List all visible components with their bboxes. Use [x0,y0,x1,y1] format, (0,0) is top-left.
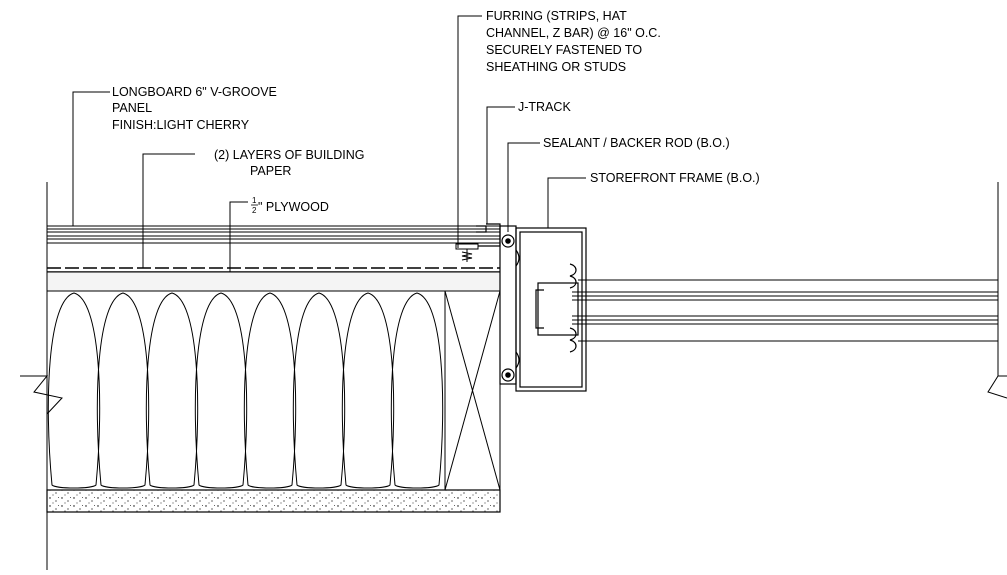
label-sealant: SEALANT / BACKER ROD (B.O.) [543,136,730,150]
label-plywood-denominator: 2 [252,206,257,215]
label-plywood-text: " PLYWOOD [258,200,329,214]
insulated-glazing [572,279,998,342]
label-plywood: 1 2 " PLYWOOD [251,196,329,215]
leader-lines [72,15,586,272]
label-building-paper: (2) LAYERS OF BUILDING PAPER [214,148,365,178]
batt-insulation [46,290,446,491]
plywood-sheathing [46,271,501,292]
label-furring-line4: SHEATHING OR STUDS [486,60,626,74]
label-furring-line2: CHANNEL, Z BAR) @ 16" O.C. [486,26,661,40]
label-furring-line1: FURRING (STRIPS, HAT [486,9,627,23]
longboard-panel [47,225,500,244]
furring-screw [455,243,479,262]
label-building-paper-line2: PAPER [250,164,291,178]
building-paper [47,267,500,273]
label-building-paper-line1: (2) LAYERS OF BUILDING [214,148,365,162]
label-j-track: J-TRACK [518,100,571,114]
gypsum-board [46,489,501,513]
label-longboard-line1: LONGBOARD 6" V-GROOVE [112,85,277,99]
label-furring: FURRING (STRIPS, HAT CHANNEL, Z BAR) @ 1… [486,9,661,74]
sealant-backer-rod [499,225,520,385]
label-longboard-line3: FINISH:LIGHT CHERRY [112,118,250,132]
label-plywood-numerator: 1 [252,196,257,205]
label-furring-line3: SECURELY FASTENED TO [486,43,642,57]
label-longboard: LONGBOARD 6" V-GROOVE PANEL FINISH:LIGHT… [112,85,277,132]
label-storefront: STOREFRONT FRAME (B.O.) [590,171,760,185]
label-longboard-line2: PANEL [112,101,152,115]
break-line-right [987,182,1007,399]
storefront-frame [515,227,587,392]
wood-stud [444,290,501,491]
